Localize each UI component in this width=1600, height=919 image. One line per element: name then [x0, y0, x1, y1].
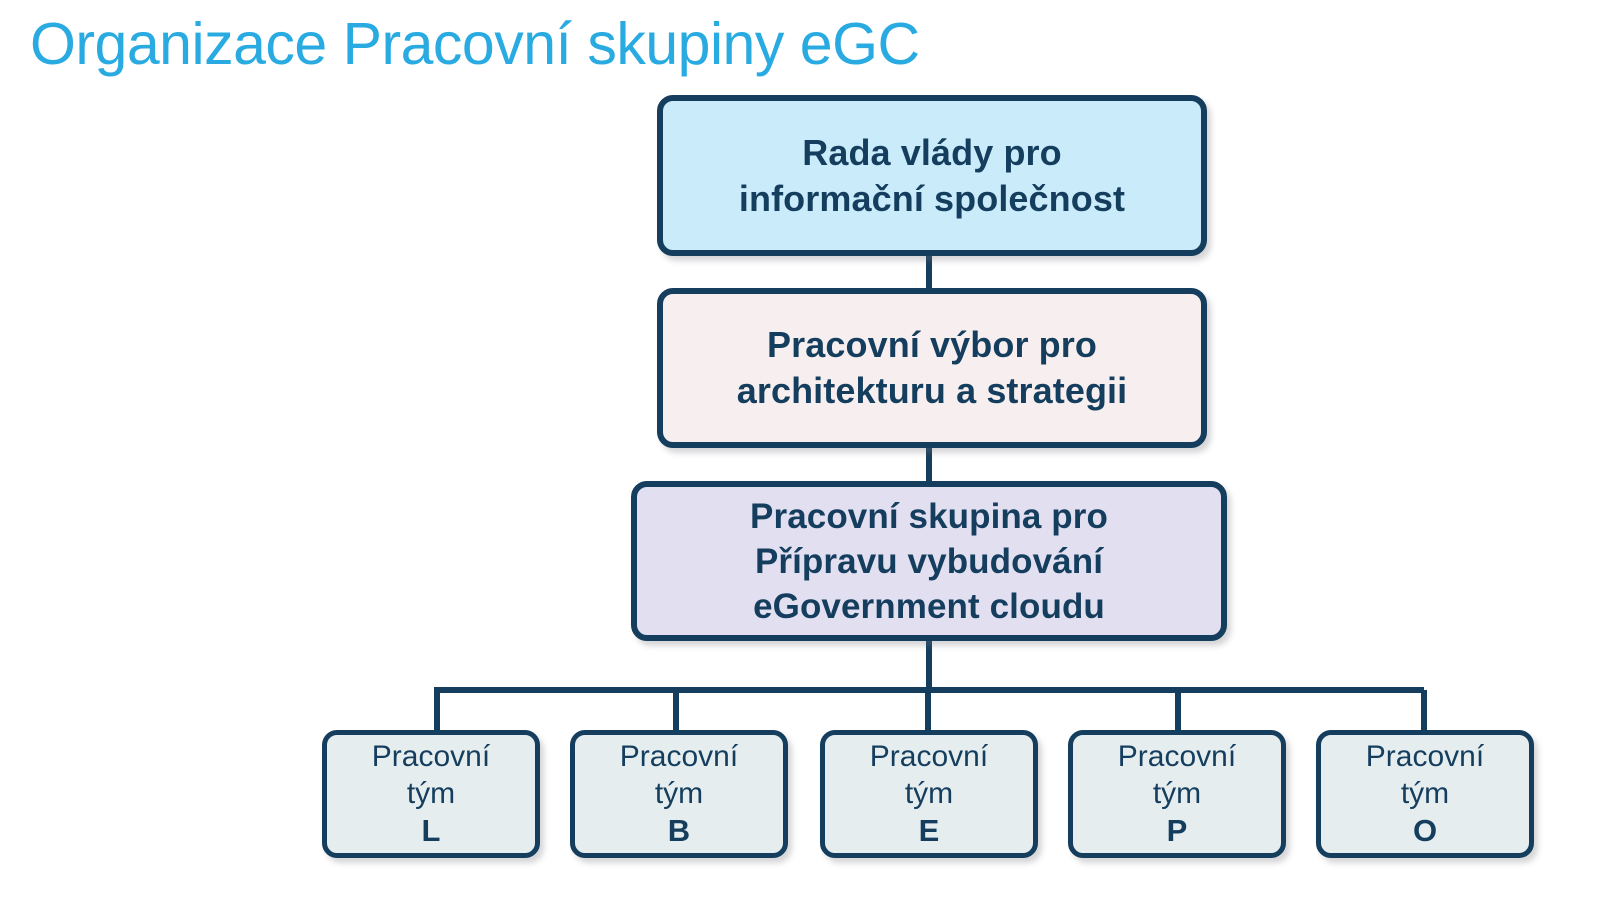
org-node-team-e-line2: tým	[904, 777, 954, 810]
org-node-team-e-line1: Pracovní	[869, 740, 989, 773]
org-node-pracovni-vybor[interactable]: Pracovní výbor pro architekturu a strateg…	[657, 288, 1207, 448]
org-node-team-b-line1: Pracovní	[619, 740, 739, 773]
org-node-team-l-line1: Pracovní	[371, 740, 491, 773]
org-node-pracovni-vybor-line2: architekturu a strategii	[736, 370, 1128, 411]
org-node-team-e-letter: E	[918, 813, 940, 848]
org-node-pracovni-skupina-line3: eGovernment cloudu	[753, 586, 1105, 626]
org-node-team-p-letter: P	[1166, 813, 1188, 848]
org-node-pracovni-skupina-line1: Pracovní skupina pro	[750, 496, 1108, 536]
org-node-team-l-letter: L	[421, 813, 441, 848]
org-node-team-b-line2: tým	[654, 777, 704, 810]
page-title: Organizace Pracovní skupiny eGC	[30, 11, 920, 77]
org-node-rada-vlady-line2: informační společnost	[738, 177, 1126, 219]
org-node-team-o-line1: Pracovní	[1365, 740, 1485, 773]
org-node-team-o-line2: tým	[1400, 777, 1450, 810]
org-node-pracovni-vybor-line1: Pracovní výbor pro	[767, 324, 1097, 365]
org-node-pracovni-skupina-line2: Přípravu vybudování	[754, 541, 1104, 581]
org-node-team-o-letter: O	[1412, 813, 1438, 848]
org-node-team-p-line1: Pracovní	[1117, 740, 1237, 773]
org-node-team-l-line2: tým	[406, 777, 456, 810]
org-node-team-p-line2: tým	[1152, 777, 1202, 810]
org-node-team-b-letter: B	[667, 813, 691, 848]
org-node-pracovni-vybor-label: Pracovní výbor pro architekturu a strateg…	[663, 322, 1201, 414]
org-node-rada-vlady-line1: Rada vlády pro	[802, 131, 1062, 173]
